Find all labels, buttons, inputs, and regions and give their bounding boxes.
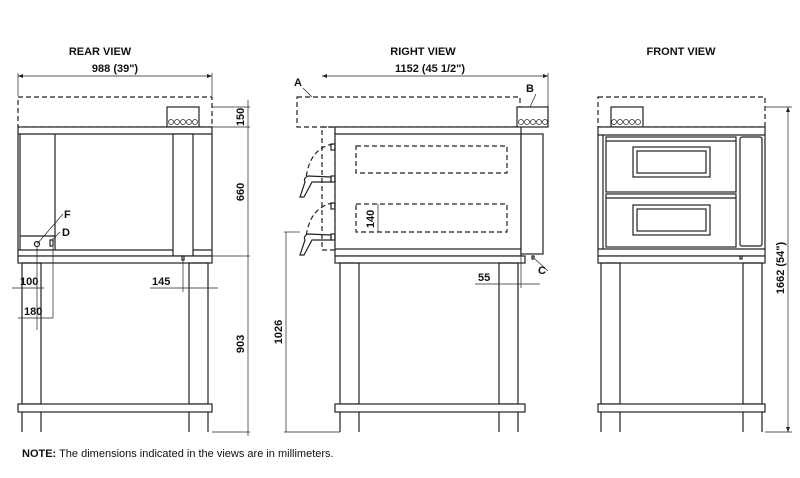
footnote: NOTE: The dimensions indicated in the vi… <box>22 448 334 460</box>
dim-55: 55 <box>478 272 490 284</box>
right-view: RIGHT VIEW 1152 (45 1/2") A B 140 <box>273 46 549 433</box>
dim-100: 100 <box>20 276 38 288</box>
right-view-title: RIGHT VIEW <box>390 46 456 58</box>
dim-150: 150 <box>235 108 247 126</box>
label-f: F <box>64 209 71 221</box>
note-text: The dimensions indicated in the views ar… <box>56 448 334 460</box>
label-a: A <box>294 77 302 89</box>
front-view: FRONT VIEW 1662 (54") <box>597 46 792 433</box>
label-d: D <box>62 227 70 239</box>
label-b: B <box>526 83 534 95</box>
dim-660: 660 <box>235 183 247 201</box>
dim-140: 140 <box>365 210 377 228</box>
rear-view: REAR VIEW 988 (39") F D 150 660 <box>12 46 250 436</box>
dim-903: 903 <box>235 335 247 353</box>
label-c: C <box>538 265 546 277</box>
front-view-title: FRONT VIEW <box>646 46 716 58</box>
door-handles <box>299 143 336 256</box>
rear-view-title: REAR VIEW <box>69 46 132 58</box>
dim-1026: 1026 <box>273 320 285 344</box>
dim-180: 180 <box>24 306 42 318</box>
front-height-dim: 1662 (54") <box>775 242 787 295</box>
note-label: NOTE: <box>22 448 57 460</box>
right-width-dim: 1152 (45 1/2") <box>395 63 465 75</box>
dim-145: 145 <box>152 276 170 288</box>
rear-width-dim: 988 (39") <box>92 63 139 75</box>
